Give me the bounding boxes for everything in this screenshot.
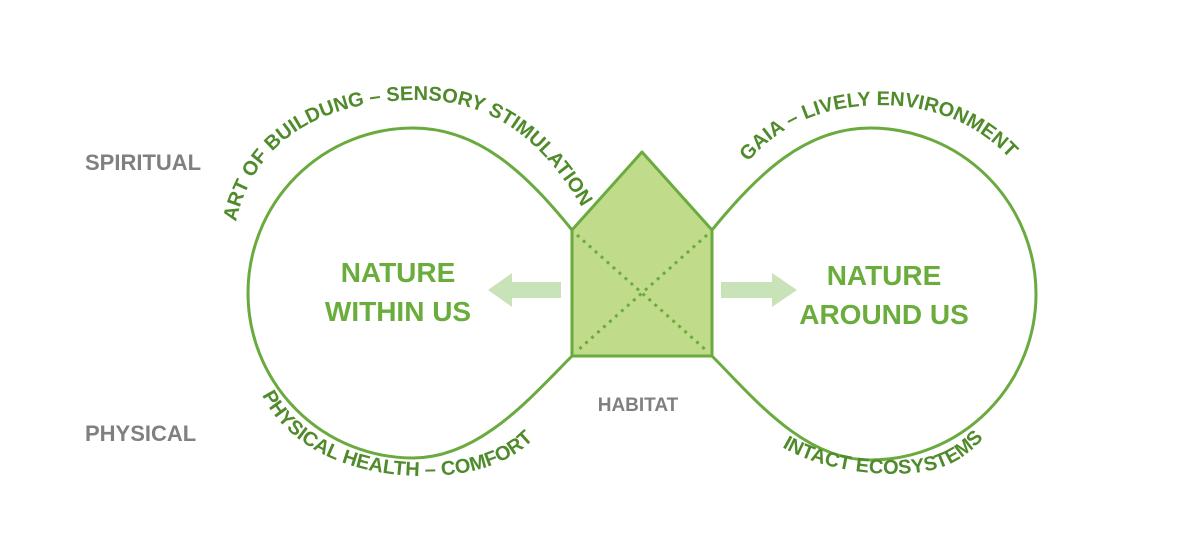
habitat-house [570, 150, 714, 358]
level-physical: PHYSICAL [85, 421, 196, 446]
nature-within-line1: NATURE [341, 257, 456, 288]
habitat-label: HABITAT [598, 395, 679, 416]
svg-text:GAIA – LIVELY ENVIRONMENT: GAIA – LIVELY ENVIRONMENT [735, 88, 1021, 165]
level-spiritual: SPIRITUAL [85, 150, 201, 175]
svg-text:INTACT ECOSYSTEMS: INTACT ECOSYSTEMS [779, 426, 987, 479]
gaia-label: GAIA – LIVELY ENVIRONMENT [735, 88, 1021, 165]
nature-within-line2: WITHIN US [325, 296, 471, 327]
arrow-right-icon [721, 273, 797, 307]
house-diagonal [576, 233, 708, 353]
physical-health-label: PHYSICAL HEALTH – COMFORT [258, 387, 538, 481]
right-loop [710, 126, 1038, 462]
house-diagonal [576, 233, 708, 353]
intact-ecosystems-label: INTACT ECOSYSTEMS [779, 426, 987, 479]
nature-around-line2: AROUND US [799, 299, 969, 330]
arrow-left-icon [488, 273, 561, 307]
svg-text:PHYSICAL HEALTH – COMFORT: PHYSICAL HEALTH – COMFORT [258, 387, 538, 481]
nature-around-line1: NATURE [827, 260, 942, 291]
left-loop [246, 126, 574, 460]
